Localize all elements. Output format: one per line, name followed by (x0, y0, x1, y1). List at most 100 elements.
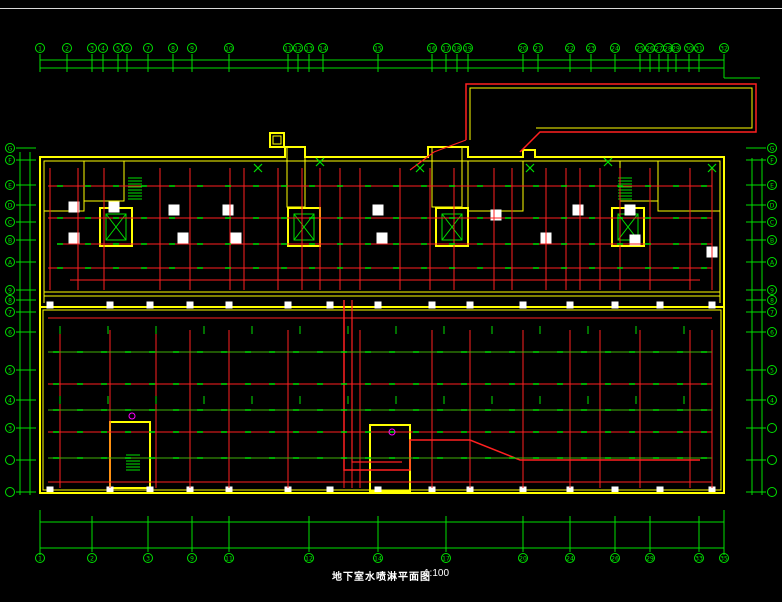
bottom-axis-bubble (694, 553, 704, 563)
bottom-axis-label: 9 (190, 556, 194, 563)
top-axis-bubble (533, 43, 543, 53)
left-axis-label: 7 (8, 310, 12, 317)
top-axis-bubble (122, 43, 132, 53)
top-axis-bubble (98, 43, 108, 53)
left-axis-label: 9 (8, 288, 12, 295)
left-axis-bubble (5, 487, 15, 497)
left-axis-bubble (5, 423, 15, 433)
bottom-axis-label: 1 (38, 556, 42, 563)
top-axis-bubble (168, 43, 178, 53)
right-axis-bubble (767, 327, 777, 337)
right-axis-bubble (767, 423, 777, 433)
right-axis-label: E (770, 183, 774, 190)
garage-outline (39, 306, 725, 494)
right-axis-bubble (767, 235, 777, 245)
left-axis-label: 4 (8, 398, 12, 405)
left-axis-bubble (5, 155, 15, 165)
left-axis-bubble (5, 285, 15, 295)
column (428, 301, 436, 309)
right-axis-bubble (767, 180, 777, 190)
elevator-shaft (293, 213, 315, 241)
structural-column (222, 204, 234, 216)
right-axis-bubble (767, 307, 777, 317)
top-axis-bubble (610, 43, 620, 53)
roof-vent-inner (272, 135, 282, 145)
garage-inner-outline (42, 309, 722, 491)
top-axis-label: 5 (116, 46, 120, 53)
structural-column (168, 204, 180, 216)
top-axis-label: 3 (90, 46, 94, 53)
viewport-top-border (0, 0, 782, 9)
top-axis-label: 31 (695, 46, 703, 53)
top-axis-bubble (518, 43, 528, 53)
right-axis-label: 4 (770, 398, 774, 405)
top-axis-bubble (586, 43, 596, 53)
top-axis-bubble (663, 43, 673, 53)
bottom-axis-bubble (35, 553, 45, 563)
column (656, 301, 664, 309)
top-axis-bubble (565, 43, 575, 53)
right-axis-bubble (767, 395, 777, 405)
top-axis-label: 16 (428, 46, 436, 53)
column (708, 301, 716, 309)
bottom-axis-label: 2 (90, 556, 94, 563)
structural-column (624, 204, 636, 216)
bottom-axis-label: 12 (305, 556, 313, 563)
left-axis-bubble (5, 365, 15, 375)
structural-column (68, 232, 80, 244)
top-axis-bubble (427, 43, 437, 53)
left-axis-bubble (5, 200, 15, 210)
flow-indicator (315, 157, 325, 167)
top-axis-bubble (35, 43, 45, 53)
flow-indicator (603, 157, 613, 167)
top-axis-label: 6 (125, 46, 129, 53)
left-axis-bubble (5, 257, 15, 267)
top-axis-bubble (373, 43, 383, 53)
top-axis-label: 19 (464, 46, 472, 53)
top-axis-label: 23 (587, 46, 595, 53)
structural-column (230, 232, 242, 244)
structural-column (629, 234, 641, 246)
top-axis-label: 12 (294, 46, 302, 53)
top-axis-bubble (318, 43, 328, 53)
right-axis-bubble (767, 295, 777, 305)
left-axis-bubble (5, 455, 15, 465)
left-axis-label: 6 (8, 330, 12, 337)
column (466, 301, 474, 309)
top-axis-label: 17 (442, 46, 450, 53)
top-axis-label: 9 (190, 46, 194, 53)
elevator-shaft (441, 213, 463, 241)
right-axis-label: C (770, 220, 774, 227)
right-axis-label: F (770, 158, 774, 165)
left-axis-label: C (8, 220, 12, 227)
left-axis-bubble (5, 307, 15, 317)
left-axis-bubble (5, 217, 15, 227)
bottom-axis-label: 35 (720, 556, 728, 563)
right-axis-bubble (767, 365, 777, 375)
right-axis-bubble (767, 217, 777, 227)
bottom-axis-label: 29 (646, 556, 654, 563)
right-axis-bubble (767, 257, 777, 267)
left-axis-label: 8 (8, 298, 12, 305)
top-axis-label: 2 (65, 46, 69, 53)
top-axis-bubble (87, 43, 97, 53)
top-axis-bubble (694, 43, 704, 53)
left-axis-label: 3 (8, 426, 12, 433)
top-axis-label: 1 (38, 46, 42, 53)
top-axis-bubble (283, 43, 293, 53)
top-axis-bubble (452, 43, 462, 53)
top-axis-label: 11 (284, 46, 292, 53)
top-axis-label: 24 (611, 46, 619, 53)
top-axis-bubble (441, 43, 451, 53)
top-axis-bubble (304, 43, 314, 53)
left-axis-bubble (5, 295, 15, 305)
elevator-shaft (105, 213, 127, 241)
top-axis-label: 25 (636, 46, 644, 53)
valve-marker (388, 428, 396, 436)
left-axis-label: B (8, 238, 12, 245)
bottom-axis-bubble (441, 553, 451, 563)
bottom-axis-label: 3 (146, 556, 150, 563)
bottom-axis-label: 24 (566, 556, 574, 563)
top-axis-bubble (224, 43, 234, 53)
